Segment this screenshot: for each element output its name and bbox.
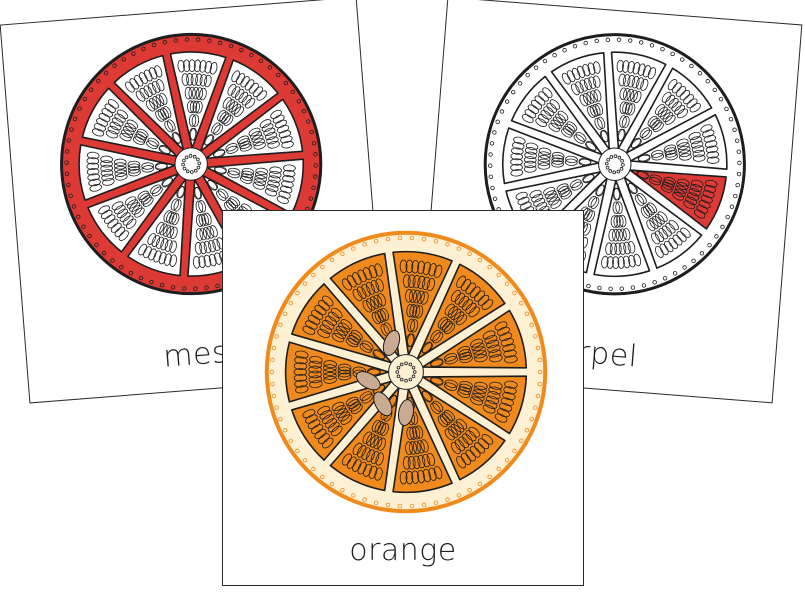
orange-mesocarp-illustration [60,32,323,296]
card-label: orange [349,533,457,568]
mesocarp-card: meso [0,0,387,404]
orange-card: orange [222,210,584,586]
orange-slice-illustration [264,230,548,514]
